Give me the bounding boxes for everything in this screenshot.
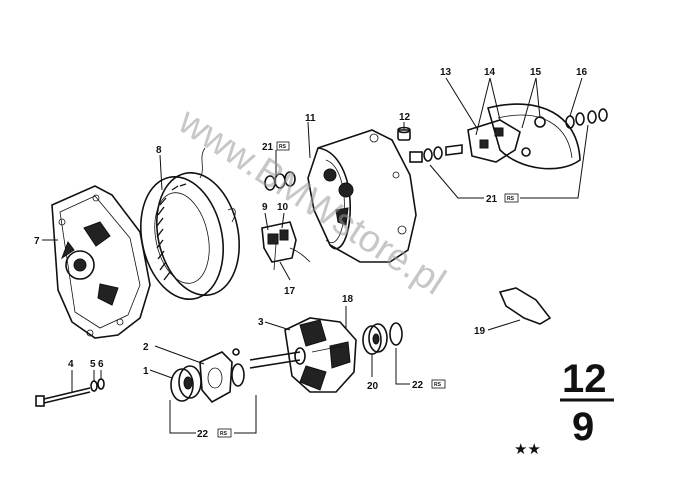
rs-badge-22-right bbox=[431, 379, 446, 389]
callout-15: 15 bbox=[530, 67, 542, 78]
callout-21-left: 21 bbox=[262, 142, 274, 153]
rs-text-21-right: RS bbox=[507, 196, 515, 202]
part-19-gasket[interactable] bbox=[498, 287, 552, 325]
callout-9: 9 bbox=[262, 202, 268, 213]
part-22-ring-left[interactable] bbox=[231, 348, 245, 387]
rs-badge-22-lower bbox=[217, 428, 232, 438]
callout-4: 4 bbox=[68, 359, 74, 370]
rs-badge-21-left bbox=[276, 141, 290, 151]
callout-3: 3 bbox=[258, 317, 264, 328]
sheet-number: 9 bbox=[572, 405, 594, 449]
leader-lines bbox=[42, 77, 589, 434]
part-8-stator[interactable] bbox=[130, 147, 250, 307]
part-21-nut-washers[interactable] bbox=[264, 171, 296, 191]
callout-2: 2 bbox=[143, 342, 149, 353]
group-number: 12 bbox=[562, 357, 607, 401]
part-1-bearing[interactable] bbox=[170, 365, 202, 402]
callout-22-right: 22 bbox=[412, 380, 424, 391]
callout-18: 18 bbox=[342, 294, 354, 305]
part-20-bearing[interactable] bbox=[362, 323, 388, 355]
callout-11: 11 bbox=[305, 113, 316, 124]
callout-labels: 7 8 11 9 10 17 12 13 14 15 16 3 18 2 1 4… bbox=[34, 67, 588, 440]
rs-badge-21-right bbox=[504, 193, 519, 203]
part-22-ring-right[interactable] bbox=[389, 322, 403, 346]
callout-5: 5 bbox=[90, 359, 96, 370]
terminal-bolt-washers[interactable] bbox=[409, 144, 463, 163]
callout-16: 16 bbox=[576, 67, 588, 78]
callout-14: 14 bbox=[484, 67, 496, 78]
part-5-6-washers[interactable] bbox=[90, 378, 105, 392]
callout-21-right: 21 bbox=[486, 194, 498, 205]
part-4-bolt[interactable] bbox=[35, 387, 91, 407]
part-3-rotor[interactable] bbox=[249, 317, 357, 393]
part-9-10-brush-holder[interactable] bbox=[261, 221, 311, 271]
callout-22-lower: 22 bbox=[197, 429, 209, 440]
part-11-housing[interactable] bbox=[307, 129, 417, 263]
callout-19: 19 bbox=[474, 326, 486, 337]
callout-1: 1 bbox=[143, 366, 149, 377]
callout-17: 17 bbox=[284, 286, 296, 297]
rs-text-22-lower: RS bbox=[220, 431, 228, 437]
callout-20: 20 bbox=[367, 381, 379, 392]
callout-13: 13 bbox=[440, 67, 452, 78]
rating-stars: ★★ bbox=[514, 440, 541, 458]
callout-8: 8 bbox=[156, 145, 162, 156]
callout-12: 12 bbox=[399, 112, 411, 123]
callout-10: 10 bbox=[277, 202, 289, 213]
callout-6: 6 bbox=[98, 359, 104, 370]
rs-text-21-left: RS bbox=[279, 144, 287, 150]
page-reference: 12 9 ★★ bbox=[514, 357, 614, 458]
callout-7: 7 bbox=[34, 236, 40, 247]
part-2-cover-plate[interactable] bbox=[199, 351, 233, 404]
rs-text-22-right: RS bbox=[434, 382, 442, 388]
part-7-housing[interactable] bbox=[51, 185, 151, 339]
